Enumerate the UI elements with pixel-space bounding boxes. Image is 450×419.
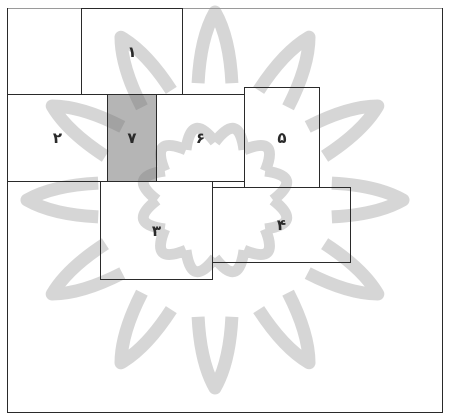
room-label-7: ٧ [127,129,136,147]
room-box-2: ٢ [7,94,108,182]
room-box-3: ٣ [100,181,213,280]
room-box-5: ۵ [244,87,320,188]
room-box-7-shaded: ٧ [107,94,157,182]
room-label-6: ۶ [196,129,205,147]
room-label-1: ١ [127,43,136,61]
room-label-5: ۵ [277,129,286,147]
room-box-1: ١ [81,8,183,95]
room-label-2: ٢ [53,129,62,147]
room-label-4: ۴ [277,216,286,234]
room-label-3: ٣ [152,222,161,240]
room-box-4: ۴ [212,187,351,263]
room-box-6: ۶ [156,94,245,182]
